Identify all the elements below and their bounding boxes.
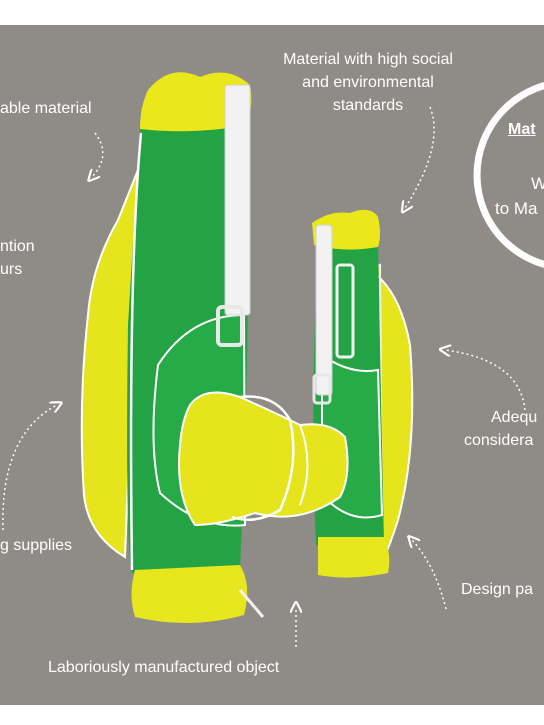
label-mid-left-1: ntion — [0, 238, 35, 255]
label-top-left: able material — [0, 100, 92, 117]
label-right-mid-2: considera — [464, 432, 534, 449]
label-right-low: Design pa — [461, 581, 534, 598]
circle-title: Mat — [508, 121, 536, 138]
label-top-center-3: standards — [332, 97, 404, 114]
label-mid-left-2: urs — [0, 261, 23, 278]
illustration — [2, 72, 544, 647]
diagram-canvas: able material ntion urs Material with hi… — [0, 25, 544, 705]
arrow-lower-left — [2, 405, 57, 531]
arrow-top-left — [92, 132, 104, 177]
circle-line-2: to Ma — [495, 199, 538, 218]
info-circle — [473, 82, 544, 268]
label-top-center-1: Material with high social — [283, 51, 453, 68]
label-top-center-2: and environmental — [302, 74, 434, 91]
label-bottom: Laboriously manufactured object — [48, 659, 280, 676]
pouch — [178, 391, 349, 527]
label-right-mid-1: Adequ — [491, 409, 538, 426]
label-lower-left: g supplies — [0, 537, 73, 554]
arrow-right-mid — [445, 350, 526, 411]
circle-line-1: W — [531, 174, 544, 193]
arrow-top-center — [405, 106, 435, 208]
large-golf-bag — [80, 72, 265, 624]
small-golf-bag — [312, 209, 414, 578]
arrow-right-low — [412, 540, 447, 610]
